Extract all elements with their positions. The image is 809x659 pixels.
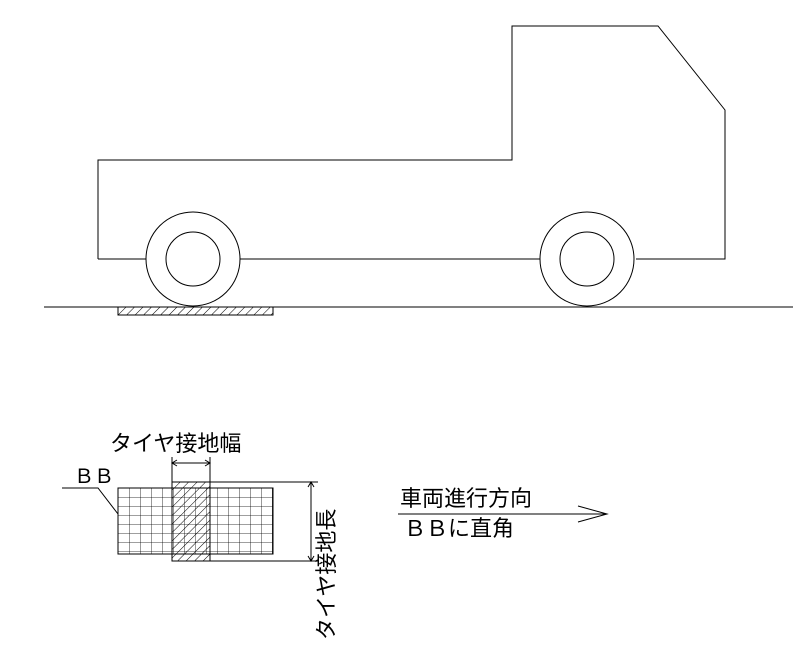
right-arrow-icon	[398, 505, 609, 523]
front-wheel	[539, 211, 635, 307]
tire-contact-patch	[171, 481, 211, 562]
bb-side-plate	[117, 306, 274, 316]
truck	[97, 25, 726, 307]
bb-plan-view	[117, 481, 274, 562]
tire-contact-length-dimension	[210, 481, 318, 562]
tire-contact-width-dimension	[171, 457, 211, 482]
bb-leader-line	[62, 487, 119, 515]
tire-contact-width-label: タイヤ接地幅	[110, 432, 241, 457]
rear-wheel	[145, 211, 241, 307]
travel-direction-label: 車両進行方向	[400, 487, 532, 512]
bb-label: ＢＢ	[74, 464, 114, 488]
truck-body-outline	[97, 25, 726, 260]
tire-contact-length-label: タイヤ接地長	[315, 509, 340, 640]
bb-perpendicular-label: ＢＢに直角	[404, 517, 514, 542]
